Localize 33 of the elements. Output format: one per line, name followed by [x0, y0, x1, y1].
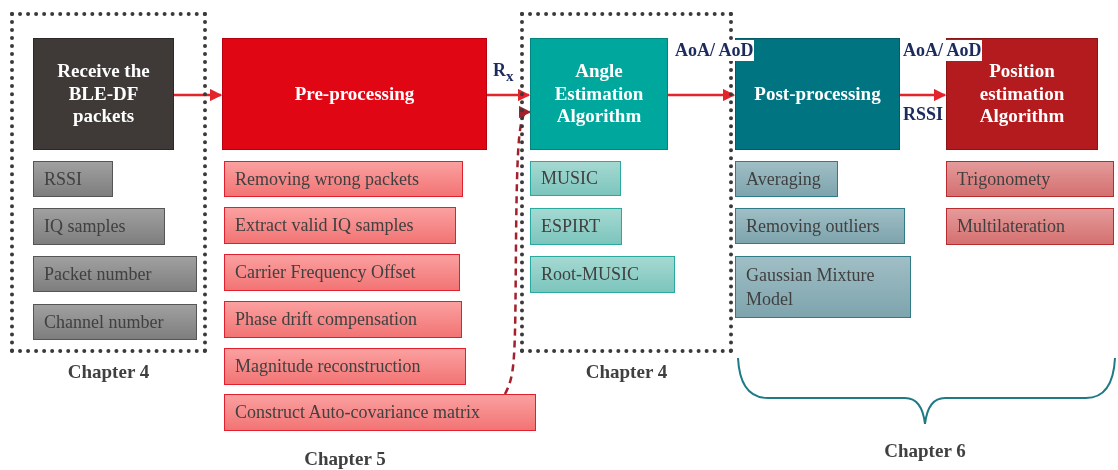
chapter-label: Chapter 4 [584, 361, 669, 383]
group-frame [10, 12, 207, 353]
item-label: Channel number [33, 304, 197, 340]
item-label: MUSIC [530, 161, 621, 196]
arrow [487, 88, 531, 102]
item-label: Trigonomety [946, 161, 1114, 197]
arrow [503, 105, 532, 395]
item-label: Magnitude reconstruction [224, 348, 466, 385]
chapter-label: Chapter 4 [66, 361, 151, 383]
item-label: Gaussian Mixture Model [735, 256, 911, 318]
edge-label: AoA/ AoD [675, 40, 754, 61]
item-label: Phase drift compensation [224, 301, 462, 338]
item-label: Packet number [33, 256, 197, 292]
item-label: Removing wrong packets [224, 161, 463, 197]
item-label: Carrier Frequency Offset [224, 254, 460, 291]
item-label: ESPIRT [530, 208, 622, 245]
arrow [668, 88, 736, 102]
item-label: Removing outliers [735, 208, 905, 244]
item-label: Root-MUSIC [530, 256, 675, 293]
item-label: Extract valid IQ samples [224, 207, 456, 244]
item-label: Construct Auto-covariance matrix [224, 394, 536, 431]
item-label: RSSI [33, 161, 113, 197]
arrow [174, 88, 223, 102]
item-label: Averaging [735, 161, 838, 197]
process-box: Angle Estimation Algorithm [530, 38, 668, 150]
edge-label: AoA/ AoD [903, 40, 982, 61]
process-box: Pre-processing [222, 38, 487, 150]
item-label: Multilateration [946, 208, 1114, 245]
chapter-label: Chapter 6 [883, 440, 967, 462]
process-box: Receive the BLE-DF packets [33, 38, 174, 150]
arrow [900, 88, 947, 102]
item-label: IQ samples [33, 208, 165, 245]
chapter-label: Chapter 5 [303, 448, 387, 470]
